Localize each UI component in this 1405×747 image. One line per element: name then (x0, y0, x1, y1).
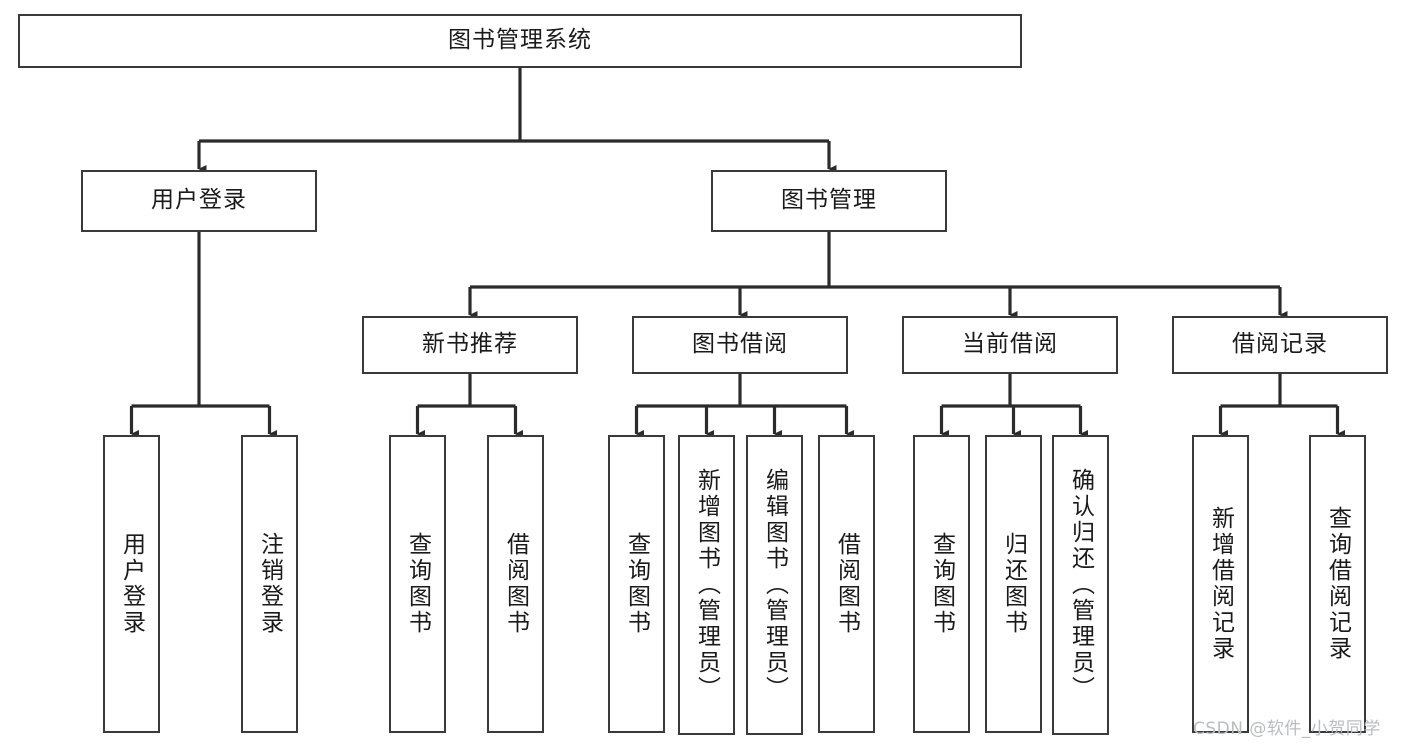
node-leaf-borrow-book-recommend[interactable]: 借阅图书 (487, 435, 544, 733)
node-book-management-label: 图书管理 (781, 187, 877, 214)
node-borrow-records-label: 借阅记录 (1232, 331, 1328, 358)
node-current-borrow-label: 当前借阅 (962, 331, 1058, 358)
node-leaf-edit-book-admin-label: 编辑图书（管理员） (761, 468, 788, 702)
node-current-borrow[interactable]: 当前借阅 (902, 316, 1118, 374)
node-leaf-confirm-return-admin[interactable]: 确认归还（管理员） (1052, 435, 1109, 735)
node-book-management[interactable]: 图书管理 (711, 170, 947, 232)
node-leaf-query-book-current[interactable]: 查询图书 (913, 435, 970, 733)
node-leaf-user-logout[interactable]: 注销登录 (241, 435, 298, 733)
node-leaf-query-borrow-record[interactable]: 查询借阅记录 (1309, 435, 1366, 733)
node-leaf-query-book-borrow-label: 查询图书 (623, 532, 650, 636)
node-leaf-query-book-recommend-label: 查询图书 (404, 532, 431, 636)
node-leaf-return-book[interactable]: 归还图书 (985, 435, 1042, 733)
csdn-watermark: CSDN @软件_小贺同学 (1193, 719, 1381, 739)
node-root-label: 图书管理系统 (448, 27, 592, 54)
node-user-login[interactable]: 用户登录 (81, 170, 317, 232)
node-leaf-add-book-admin[interactable]: 新增图书（管理员） (678, 435, 735, 735)
node-leaf-query-book-recommend[interactable]: 查询图书 (389, 435, 446, 733)
node-root[interactable]: 图书管理系统 (18, 14, 1022, 68)
node-leaf-query-book-current-label: 查询图书 (928, 532, 955, 636)
node-book-borrow[interactable]: 图书借阅 (632, 316, 848, 374)
node-leaf-borrow-book[interactable]: 借阅图书 (818, 435, 875, 733)
node-book-borrow-label: 图书借阅 (692, 331, 788, 358)
node-leaf-edit-book-admin[interactable]: 编辑图书（管理员） (746, 435, 803, 735)
node-leaf-return-book-label: 归还图书 (1000, 532, 1027, 636)
node-borrow-records[interactable]: 借阅记录 (1172, 316, 1388, 374)
node-new-book-recommend[interactable]: 新书推荐 (362, 316, 578, 374)
node-leaf-query-borrow-record-label: 查询借阅记录 (1324, 506, 1351, 662)
node-leaf-borrow-book-label: 借阅图书 (833, 532, 860, 636)
node-user-login-label: 用户登录 (151, 187, 247, 214)
node-new-book-recommend-label: 新书推荐 (422, 331, 518, 358)
node-leaf-add-borrow-record-label: 新增借阅记录 (1207, 506, 1234, 662)
node-leaf-add-book-admin-label: 新增图书（管理员） (693, 468, 720, 702)
node-leaf-confirm-return-admin-label: 确认归还（管理员） (1067, 468, 1094, 702)
node-leaf-user-logout-label: 注销登录 (256, 532, 283, 636)
node-leaf-query-book-borrow[interactable]: 查询图书 (608, 435, 665, 733)
node-leaf-user-login[interactable]: 用户登录 (103, 435, 160, 733)
node-leaf-add-borrow-record[interactable]: 新增借阅记录 (1192, 435, 1249, 733)
node-leaf-borrow-book-recommend-label: 借阅图书 (502, 532, 529, 636)
node-leaf-user-login-label: 用户登录 (118, 532, 145, 636)
